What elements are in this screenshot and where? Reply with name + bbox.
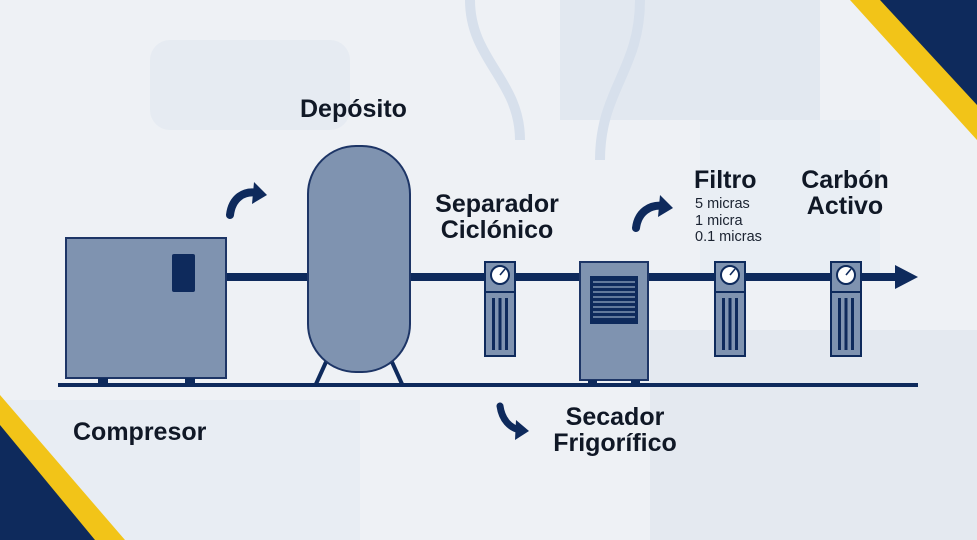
label-carbon-line2: Activo (806, 192, 884, 221)
curved-arrow-icon (632, 195, 673, 232)
flow-arrow-icon (895, 265, 918, 289)
curved-arrow-icon (226, 182, 267, 219)
filter-spec-item: 0.1 micras (695, 229, 762, 246)
pressure-gauge-icon (836, 265, 856, 285)
label-secador-line1: Secador (565, 403, 665, 431)
refrigerated-dryer-unit (579, 261, 649, 385)
label-compresor: Compresor (73, 418, 207, 446)
pressure-gauge-icon (720, 265, 740, 285)
label-deposito: Depósito (300, 95, 407, 123)
activated-carbon-unit (830, 261, 862, 357)
filter-spec-item: 5 micras (695, 196, 750, 212)
cyclonic-separator-unit (484, 261, 516, 357)
compressor-unit (65, 237, 227, 384)
label-filtro: Filtro (694, 166, 757, 194)
label-secador-line2: Frigorífico (553, 429, 677, 458)
main-pipe (225, 265, 918, 289)
label-carbon-activo: Carbón Activo (790, 167, 900, 220)
tank-unit (307, 145, 411, 385)
pressure-gauge-icon (490, 265, 510, 285)
label-separador-line2: Ciclónico (440, 216, 554, 245)
curved-arrow-icon (496, 402, 529, 440)
filter-specs: 5 micras 1 micra 0.1 micras (695, 196, 762, 246)
corner-decoration-bottom-left (0, 395, 125, 540)
label-separador-ciclonico: Separador Ciclónico (422, 191, 572, 244)
label-carbon-line1: Carbón (801, 166, 889, 194)
label-secador-frigorifico: Secador Frigorífico (540, 404, 690, 457)
compressor-panel (172, 254, 195, 292)
filter-unit (714, 261, 746, 357)
corner-decoration-top-right (850, 0, 977, 140)
label-separador-line1: Separador (435, 190, 559, 218)
ground-line (58, 383, 918, 387)
filter-spec-item: 1 micra (695, 212, 743, 229)
